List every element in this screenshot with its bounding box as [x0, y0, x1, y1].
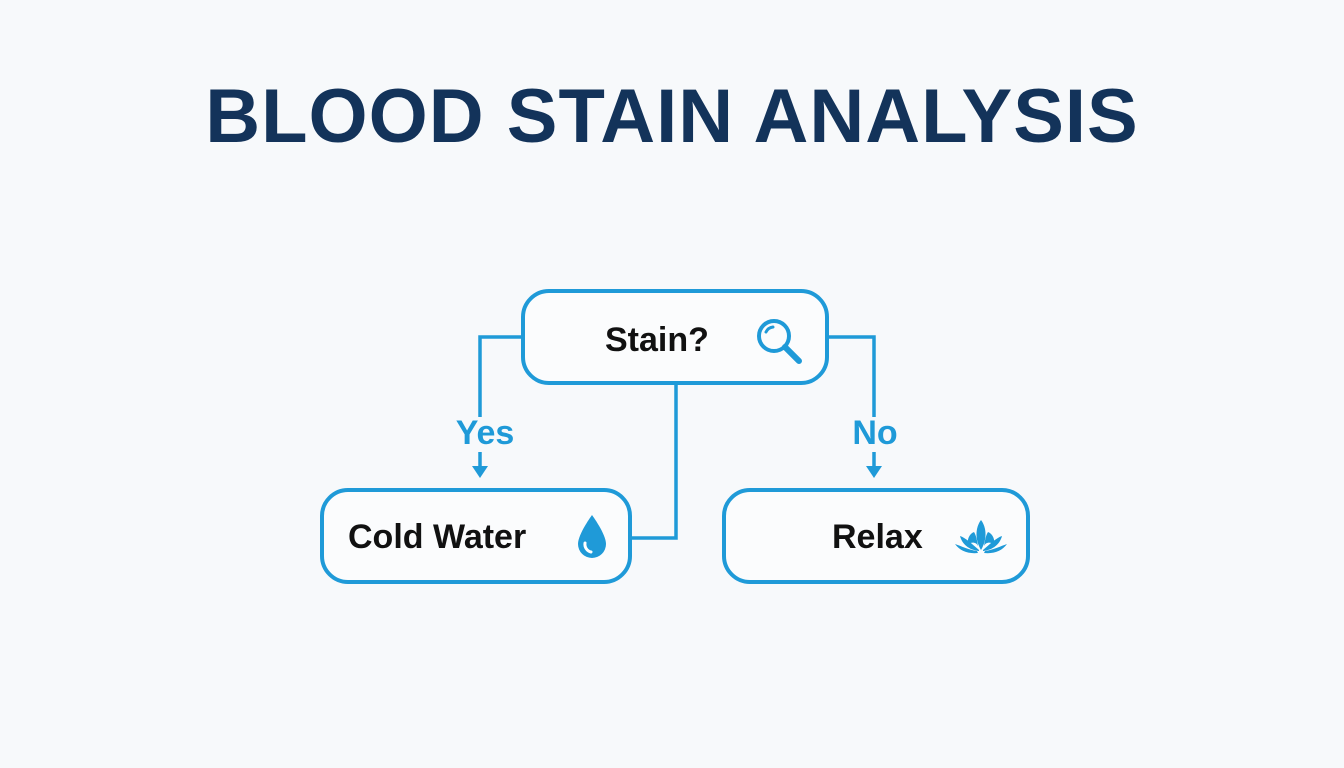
decision-node-stain[interactable]: Stain?: [521, 289, 829, 385]
branch-label-no: No: [852, 414, 898, 452]
node-label: Cold Water: [348, 518, 527, 556]
arrowhead-no: [866, 466, 882, 478]
connector-no-upper: [829, 335, 876, 417]
page-title: BLOOD STAIN ANALYSIS: [205, 74, 1139, 159]
result-node-cold-water[interactable]: Cold Water: [320, 488, 632, 584]
connector-yes-upper: [478, 335, 521, 417]
branch-label-yes: Yes: [455, 414, 515, 452]
magnifier-icon: [753, 315, 805, 367]
arrowhead-yes: [472, 466, 488, 478]
connector-center: [632, 385, 678, 540]
result-node-relax[interactable]: Relax: [722, 488, 1030, 584]
lotus-icon: [954, 518, 1008, 556]
node-label: Relax: [832, 518, 923, 556]
water-drop-icon: [574, 512, 610, 562]
node-label: Stain?: [605, 321, 709, 359]
